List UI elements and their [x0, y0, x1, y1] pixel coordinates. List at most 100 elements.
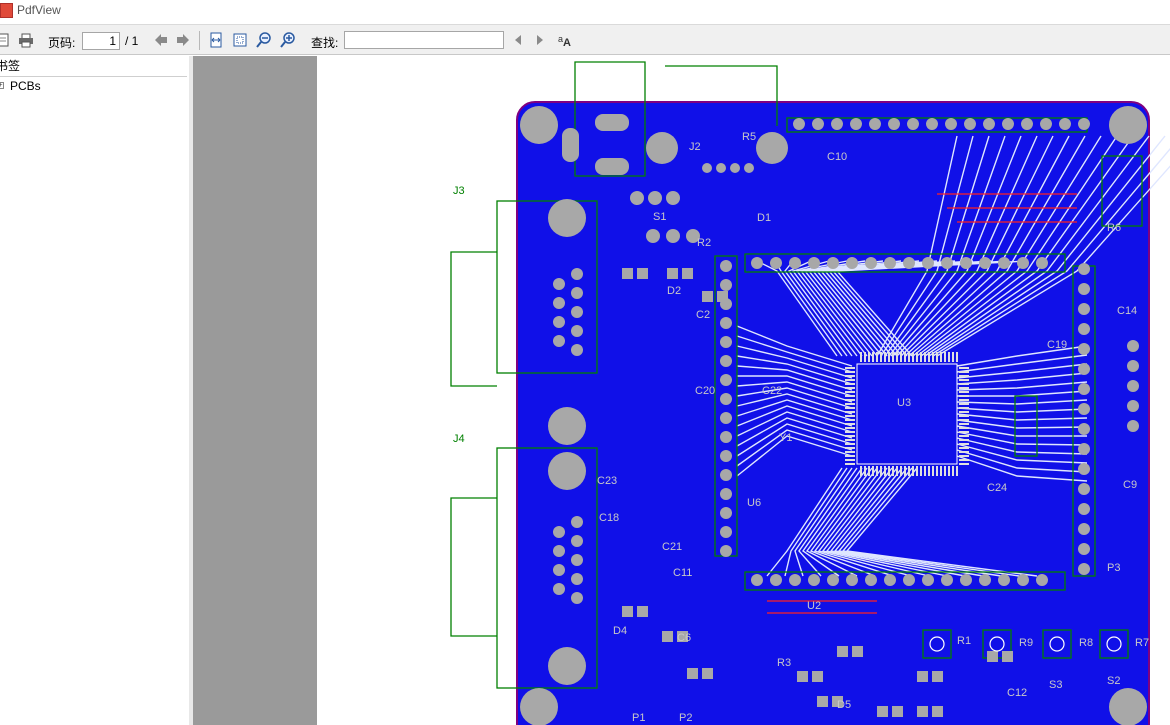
header-pad: [922, 574, 934, 586]
smd-pad: [637, 606, 648, 617]
smd-pad: [852, 646, 863, 657]
qfp-pin: [959, 367, 969, 369]
trace: [827, 260, 992, 357]
trace: [936, 165, 1170, 357]
trace: [956, 455, 1088, 482]
pcb-label: R9: [1019, 637, 1033, 649]
pcb-label: R8: [1079, 637, 1093, 649]
trace: [736, 381, 853, 403]
qfp-pin: [845, 427, 855, 429]
bookmark-item-label: PCBs: [10, 79, 41, 93]
header-pad: [846, 257, 858, 269]
pad: [646, 229, 660, 243]
qfp-pin: [916, 352, 918, 362]
trace: [821, 467, 930, 577]
qfp-pin: [845, 391, 855, 393]
qfp-pin: [924, 352, 926, 362]
header-pad: [865, 257, 877, 269]
qfp-pin: [959, 391, 969, 393]
qfp-pin: [845, 459, 855, 461]
toolbar: 页码: / 1 查找: aA: [0, 24, 1170, 55]
search-next-icon[interactable]: [532, 32, 548, 48]
open-file-icon[interactable]: [0, 32, 12, 48]
trace: [908, 135, 1086, 357]
trace: [912, 135, 1102, 357]
header-pad: [1078, 283, 1090, 295]
pcb-pads: [520, 106, 1147, 725]
trace: [736, 335, 853, 373]
trace: [956, 413, 1088, 421]
header-pad: [720, 260, 732, 272]
pcb-labels: J2R5S1R2D1C10D2C2J3J4R6U3C24C20C14C9U6C2…: [453, 131, 1149, 724]
qfp-pin: [959, 375, 969, 377]
header-pad: [720, 336, 732, 348]
trace: [784, 467, 848, 577]
expand-toggle-icon[interactable]: +: [0, 82, 4, 89]
trace: [956, 431, 1088, 446]
previous-page-icon[interactable]: [153, 32, 169, 48]
qfp-pin: [916, 466, 918, 476]
header-pad: [998, 257, 1010, 269]
mounting-hole: [1109, 106, 1147, 144]
j4-bracket: [450, 497, 497, 637]
trace: [766, 467, 843, 577]
trace: [736, 387, 853, 409]
header-pad: [1078, 403, 1090, 415]
zoom-in-icon[interactable]: [280, 32, 296, 48]
qfp-pin: [932, 352, 934, 362]
pcb-label: S1: [653, 211, 666, 223]
search-input[interactable]: [344, 31, 504, 49]
qfp-pin: [900, 466, 902, 476]
header-pad: [812, 118, 824, 130]
trace: [916, 135, 1118, 357]
panel-splitter[interactable]: [189, 56, 193, 725]
smd-pad: [932, 706, 943, 717]
smd-pad: [817, 696, 828, 707]
svg-text:A: A: [563, 37, 571, 48]
pcb-layout-drawing: J2R5S1R2D1C10D2C2J3J4R6U3C24C20C14C9U6C2…: [450, 61, 1170, 725]
header-pad: [1078, 343, 1090, 355]
connector-pad: [571, 592, 583, 604]
header-pad: [941, 574, 953, 586]
qfp-pin: [944, 352, 946, 362]
qfp-pin: [928, 466, 930, 476]
connector-pad: [571, 268, 583, 280]
header-pad: [1078, 383, 1090, 395]
header-pad: [903, 574, 915, 586]
header-pad: [1078, 563, 1090, 575]
pcb-label: J2: [689, 141, 701, 153]
qfp-pin: [892, 352, 894, 362]
header-pad: [793, 118, 805, 130]
qfp-pin: [940, 466, 942, 476]
r6-outline: [1101, 155, 1143, 227]
pcb-label: D5: [837, 699, 851, 711]
print-icon[interactable]: [18, 32, 34, 48]
pcb-label: C14: [1117, 305, 1137, 317]
trace: [880, 135, 974, 357]
next-page-icon[interactable]: [175, 32, 191, 48]
trace: [736, 417, 853, 447]
header-pad: [720, 374, 732, 386]
connector-pad: [571, 554, 583, 566]
pcb-label: U3: [897, 397, 911, 409]
trace: [932, 147, 1170, 357]
connector-mount-pad: [548, 199, 586, 237]
qfp-pin: [920, 466, 922, 476]
pcb-label: S3: [1049, 679, 1062, 691]
fit-width-icon[interactable]: [208, 32, 224, 48]
fit-page-icon[interactable]: [232, 32, 248, 48]
qfp-pin: [896, 466, 898, 476]
pcb-label: C23: [597, 475, 617, 487]
zoom-out-icon[interactable]: [256, 32, 272, 48]
header-pad: [720, 355, 732, 367]
header-bottom-outline: [744, 571, 1066, 591]
trace: [825, 467, 948, 577]
qfp-pin: [864, 466, 866, 476]
push-button-outline: [1099, 629, 1129, 659]
qfp-pin: [845, 399, 855, 401]
trace: [736, 429, 853, 467]
page-number-input[interactable]: [82, 32, 120, 50]
search-previous-icon[interactable]: [510, 32, 526, 48]
